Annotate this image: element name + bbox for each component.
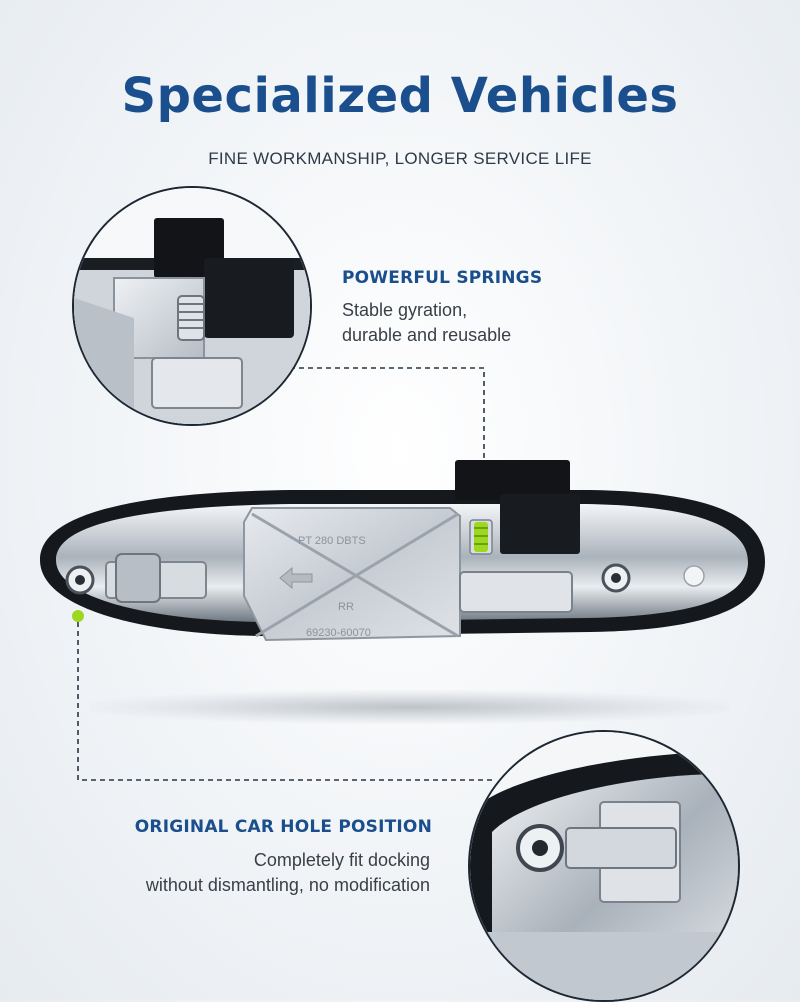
marking-part-number: 69230-60070 — [306, 627, 371, 639]
page-subtitle: FINE WORKMANSHIP, LONGER SERVICE LIFE — [208, 149, 592, 168]
door-handle-product-image: PT 280 DBTS RR 69230-60070 — [40, 460, 765, 642]
feature-holes-title: ORIGINAL CAR HOLE POSITION — [134, 817, 432, 837]
marking-part-code: PT 280 DBTS — [298, 535, 366, 547]
marking-side: RR — [338, 601, 354, 613]
feature-holes-line-2: without dismantling, no modification — [145, 875, 430, 895]
feature-holes-line-1: Completely fit docking — [253, 850, 430, 870]
spring-closeup-icon — [177, 295, 205, 341]
spring-highlight — [474, 522, 488, 552]
feature-springs-title: POWERFUL SPRINGS — [342, 268, 543, 288]
springs-zoom-view — [72, 186, 312, 426]
feature-springs-description: Stable gyration, durable and reusable — [342, 298, 511, 348]
springs-callout-line — [290, 367, 485, 520]
holes-callout-line — [77, 622, 496, 781]
hole-position-zoom-view — [468, 730, 740, 1002]
feature-springs-line-2: durable and reusable — [342, 325, 512, 345]
hole-highlight — [72, 610, 84, 622]
page-title: Specialized Vehicles — [121, 68, 679, 124]
feature-springs-line-1: Stable gyration, — [342, 300, 468, 320]
product-shadow — [90, 690, 730, 724]
feature-holes-description: Completely fit docking without dismantli… — [60, 848, 430, 898]
